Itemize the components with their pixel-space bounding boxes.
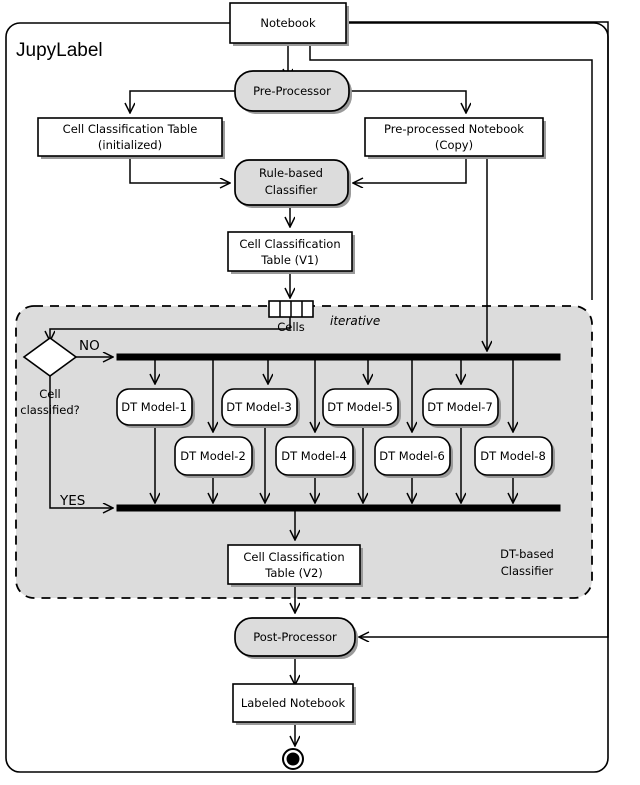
node-rule-based-classifier[interactable]	[234, 159, 349, 206]
branch-label-yes: YES	[59, 493, 85, 509]
node-dt-model-2[interactable]	[174, 436, 253, 476]
decision-label-line1: Cell	[39, 387, 61, 401]
edge-notebook-to-post-processor	[346, 21, 609, 637]
end-node-icon	[282, 748, 304, 770]
cct-init-label-line1: Cell Classification Table	[63, 122, 198, 136]
preprocessed-label-line1: Pre-processed Notebook	[384, 122, 524, 136]
cct-init-label-line2: (initialized)	[98, 138, 162, 152]
node-cell-classification-table-v1[interactable]	[227, 231, 353, 272]
cct-v1-label-line1: Cell Classification	[239, 237, 340, 251]
node-preprocessed-notebook-copy[interactable]	[364, 117, 544, 157]
join-bar-bottom	[116, 504, 561, 512]
node-cell-classification-table-initialized[interactable]	[37, 117, 223, 157]
edge-preprocessor-to-cct-init	[130, 90, 235, 112]
cct-v2-label-line1: Cell Classification	[243, 550, 344, 564]
node-dt-model-8[interactable]	[474, 436, 553, 476]
node-notebook[interactable]	[229, 2, 347, 44]
node-post-processor[interactable]	[234, 617, 356, 657]
node-dt-model-4[interactable]	[275, 436, 354, 476]
decision-label-line2: classified?	[20, 403, 79, 417]
dt-group-label-line1: DT-based	[500, 547, 554, 561]
node-labeled-notebook[interactable]	[232, 683, 354, 723]
cells-label: Cells	[277, 320, 305, 334]
node-dt-model-5[interactable]	[322, 388, 399, 426]
cct-v2-label-line2: Table (V2)	[264, 566, 323, 580]
dt-model-7-label: DT Model-7	[427, 400, 493, 414]
edge-decision-yes-to-join	[49, 375, 112, 508]
node-pre-processor[interactable]	[234, 70, 350, 112]
node-dt-model-7[interactable]	[422, 388, 499, 426]
node-post-processor-label: Post-Processor	[253, 630, 337, 644]
dt-model-8-label: DT Model-8	[480, 449, 546, 463]
dt-model-2-label: DT Model-2	[180, 449, 246, 463]
jupylabel-title: JupyLabel	[16, 40, 103, 61]
preprocessed-label-line2: (Copy)	[435, 138, 473, 152]
fork-bar-top	[116, 353, 561, 361]
iterative-label: iterative	[330, 314, 380, 328]
dt-model-4-label: DT Model-4	[281, 449, 347, 463]
dt-model-1-label: DT Model-1	[121, 400, 187, 414]
node-cell-classification-table-v2[interactable]	[227, 544, 361, 585]
cct-v1-label-line2: Table (V1)	[260, 253, 319, 267]
dt-group-label-line2: Classifier	[501, 564, 554, 578]
dt-model-6-label: DT Model-6	[379, 449, 445, 463]
node-labeled-notebook-label: Labeled Notebook	[241, 696, 346, 710]
edge-preprocessed-to-rule-based	[354, 155, 467, 183]
node-dt-model-3[interactable]	[221, 388, 298, 426]
edge-preprocessor-to-preprocessed-notebook	[348, 90, 466, 112]
rule-based-label-line2: Classifier	[265, 183, 318, 197]
edge-cct-init-to-rule-based	[129, 155, 229, 183]
rule-based-label-line1: Rule-based	[259, 166, 323, 180]
node-pre-processor-label: Pre-Processor	[253, 84, 331, 98]
node-notebook-label: Notebook	[260, 16, 316, 30]
branch-label-no: NO	[79, 338, 100, 354]
cells-icon	[268, 300, 314, 318]
dt-model-3-label: DT Model-3	[226, 400, 292, 414]
edge-cells-to-decision	[50, 316, 291, 340]
decision-cell-classified[interactable]	[22, 337, 78, 377]
node-dt-model-6[interactable]	[374, 436, 451, 476]
node-dt-model-1[interactable]	[116, 388, 193, 426]
dt-model-5-label: DT Model-5	[327, 400, 393, 414]
edge-notebook-to-fork	[309, 43, 593, 300]
